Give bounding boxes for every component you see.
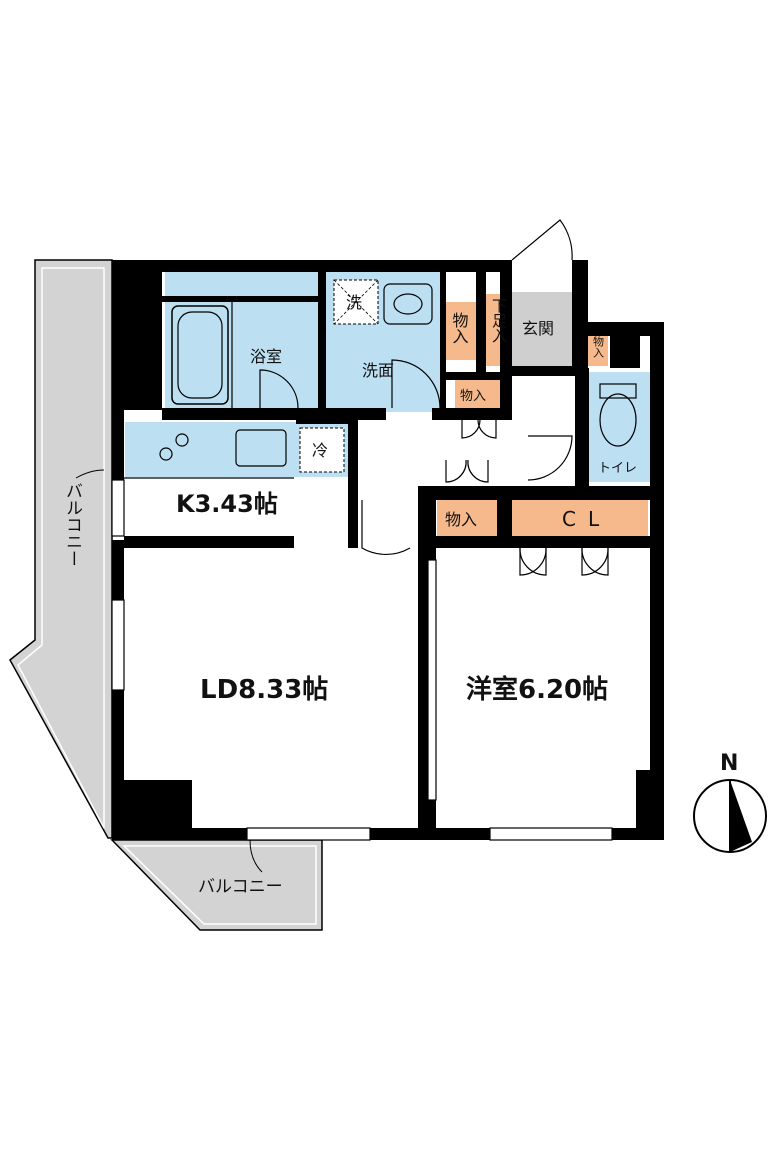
bath-label: 浴室 bbox=[250, 347, 282, 366]
bath-fill bbox=[165, 270, 320, 410]
kitchen-label: K3.43帖 bbox=[176, 490, 278, 518]
bathtub bbox=[171, 305, 229, 405]
bathtub-inner bbox=[177, 311, 223, 399]
entrance-fill bbox=[512, 292, 572, 368]
storage-fill-2 bbox=[455, 380, 500, 408]
west-balcony-inner-line bbox=[17, 267, 105, 829]
toilet-fill bbox=[586, 372, 650, 482]
storage-label-1: 物入 bbox=[450, 312, 469, 344]
closet-fill bbox=[512, 500, 648, 536]
compass-needle bbox=[730, 780, 752, 852]
doors bbox=[259, 219, 609, 576]
living-dining-label: LD8.33帖 bbox=[200, 675, 328, 705]
compass: N bbox=[693, 751, 767, 853]
storage-label-2: 物入 bbox=[460, 389, 486, 404]
fridge-label: 冷 bbox=[312, 441, 328, 460]
south-balcony-inner-line bbox=[122, 845, 317, 925]
washer-diag-2 bbox=[333, 279, 379, 325]
stove-burner-1 bbox=[159, 447, 173, 461]
toilet-label: トイレ bbox=[598, 461, 637, 476]
closet-label: CL bbox=[562, 507, 611, 531]
windows bbox=[111, 479, 613, 841]
toilet-bowl bbox=[599, 393, 637, 447]
shoe-box-label: 下足入 bbox=[490, 298, 508, 343]
storage-label-4: 物入 bbox=[592, 335, 605, 358]
wash-basin bbox=[383, 283, 433, 325]
west-balcony-leader bbox=[75, 469, 105, 479]
storage-fill-4 bbox=[437, 500, 497, 536]
south-balcony-label: バルコニー bbox=[198, 877, 283, 897]
south-balcony-leader bbox=[249, 839, 263, 873]
storage-fill-3 bbox=[588, 334, 608, 366]
western-room-label: 洋室6.20帖 bbox=[466, 674, 608, 705]
kitchen-sink bbox=[235, 429, 287, 467]
washer-label: 洗 bbox=[346, 293, 362, 312]
washroom-label: 洗面 bbox=[362, 361, 394, 380]
entrance-label: 玄関 bbox=[522, 319, 554, 338]
stove-burner-2 bbox=[175, 433, 189, 447]
storage-fill-1 bbox=[443, 302, 476, 360]
wash-basin-bowl bbox=[393, 293, 423, 315]
toilet-tank bbox=[599, 383, 637, 399]
fridge-space bbox=[299, 427, 345, 473]
west-balcony bbox=[9, 259, 113, 839]
west-balcony-label: バルコニー bbox=[62, 482, 82, 567]
storage-label-3: 物入 bbox=[445, 510, 477, 529]
compass-north-label: N bbox=[720, 751, 738, 776]
